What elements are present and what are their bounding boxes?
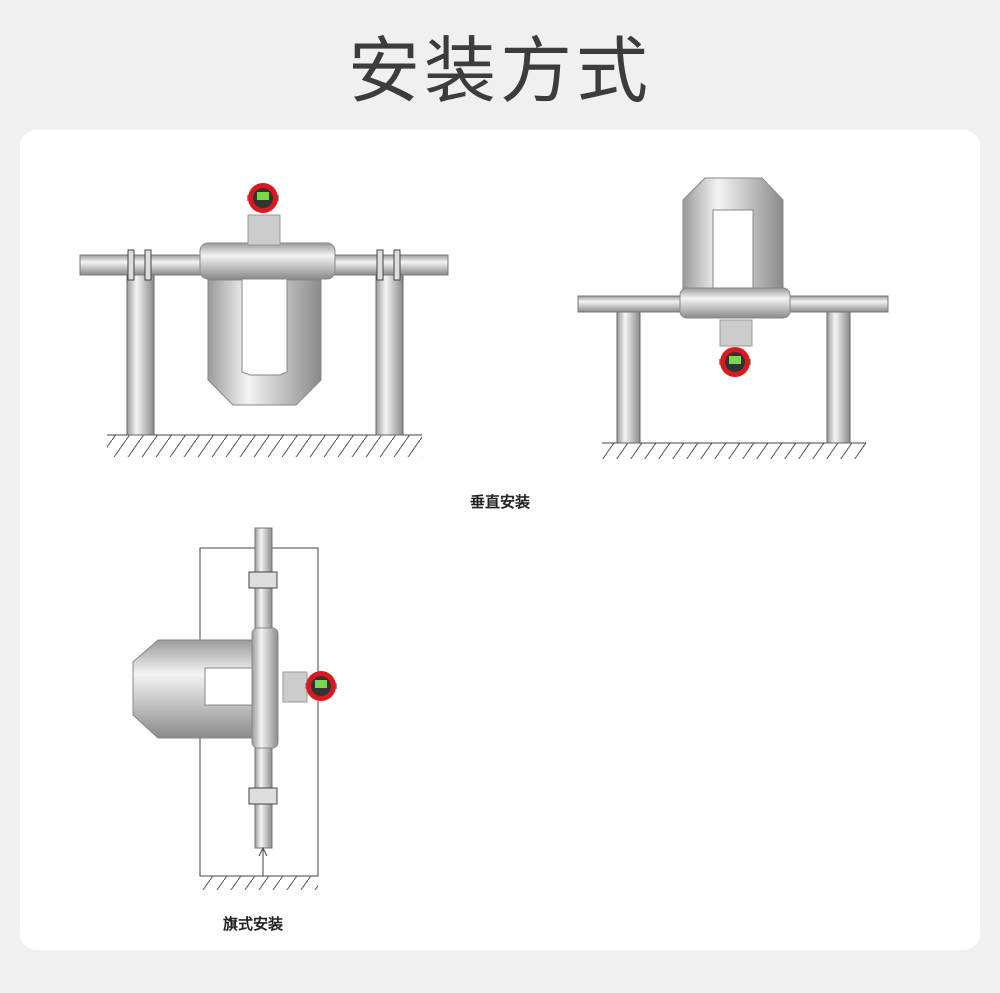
vertical-install-label: 垂直安装	[469, 493, 531, 511]
vertical-install-diagram-2	[577, 177, 889, 459]
transmitter-icon	[247, 183, 279, 213]
transmitter-icon	[719, 347, 751, 377]
flag-install-label: 旗式安装	[222, 915, 284, 933]
page-title: 安装方式	[347, 29, 652, 113]
vertical-install-diagram-1	[79, 183, 449, 457]
transmitter-icon	[305, 671, 337, 701]
flag-install-diagram	[132, 527, 337, 890]
